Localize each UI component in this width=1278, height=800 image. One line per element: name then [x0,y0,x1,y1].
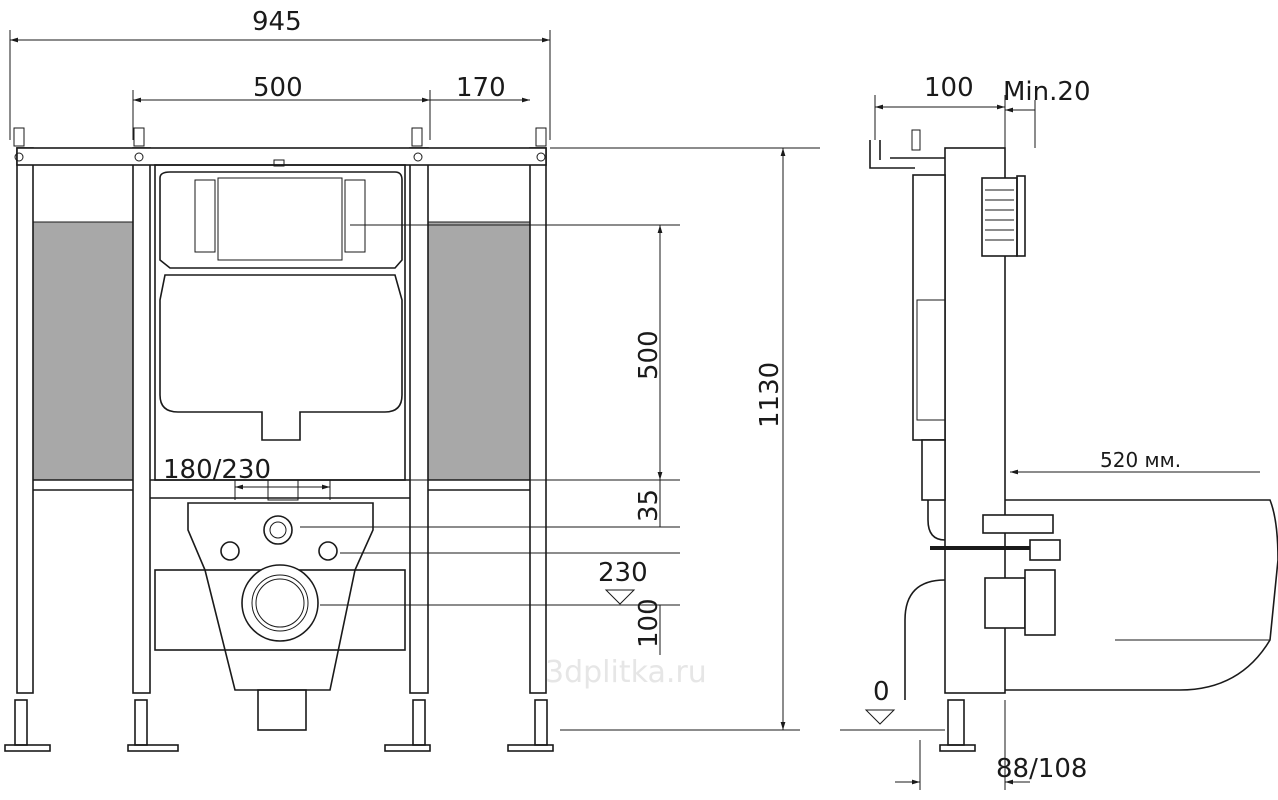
floor-level-marker-icon [864,709,896,725]
right-inner-post [409,147,429,694]
frame-feet [4,699,554,752]
right-grey-panel [427,221,531,481]
dim-bowl-length: 520 мм. [1100,448,1181,472]
left-grey-panel [32,221,134,481]
floor-pipe [904,579,946,700]
dim-wall-offset: 88/108 [996,754,1087,784]
cistern-top [159,171,403,269]
waste-connector [984,577,1026,629]
dim-depth: 100 [924,73,974,103]
dim-stud-spacing: 180/230 [163,455,271,485]
dim-35: 35 [634,489,664,522]
level-marker-icon [604,589,636,605]
dim-floor-level: 0 [873,677,890,707]
right-stud-hole [318,541,338,561]
waste-outlet [241,564,319,642]
inlet-pipe [982,514,1054,534]
cistern-side [912,174,946,441]
dim-cistern-height: 500 [634,330,664,380]
dim-100: 100 [634,598,664,648]
left-stud-hole [220,541,240,561]
dim-side-width: 170 [456,73,506,103]
dim-230: 230 [598,558,648,588]
cistern-body [159,274,403,441]
dim-inner-width: 500 [253,73,303,103]
left-inner-post [132,147,151,694]
flush-plate-side [981,177,1018,257]
dim-overall-height: 1130 [755,362,785,428]
front-view: 945 500 170 1130 500 35 230 100 180/230 [4,7,820,752]
top-rail [16,147,547,166]
left-outer-post [16,147,34,694]
water-inlet [263,515,293,545]
dim-overall-width: 945 [252,7,302,37]
flush-opening [217,177,343,261]
dim-min-gap: Min.20 [1003,77,1090,107]
watermark: 3dplitka.ru [545,655,707,690]
bowl-mounting-plate [187,502,374,691]
right-outer-post [529,147,547,694]
side-view: 100 Min.20 520 мм. 0 88/108 [840,73,1278,790]
cistern-frame [154,164,406,481]
